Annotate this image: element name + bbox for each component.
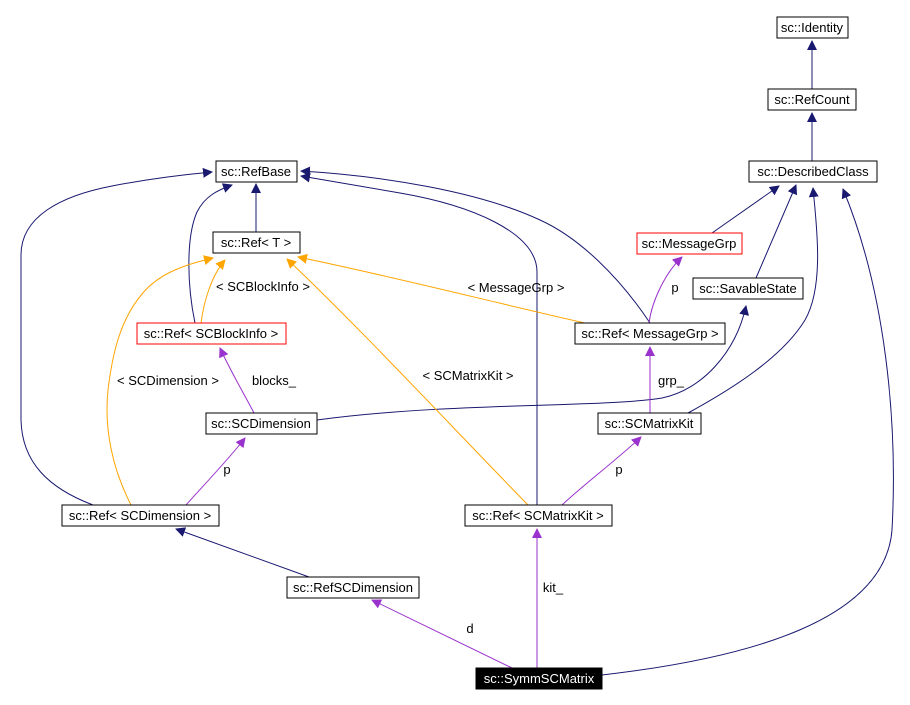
node-box — [597, 412, 702, 435]
node-sc-ref-t[interactable]: sc::Ref< T > — [212, 231, 301, 254]
node-label: sc::SymmSCMatrix — [484, 671, 595, 686]
edge-refscmatrixkit-to-refbase — [300, 172, 538, 505]
edge-label-d: d — [466, 621, 473, 636]
node-box — [212, 231, 301, 254]
node-label: sc::Identity — [781, 20, 844, 35]
node-sc-ref-scmatrixkit[interactable]: sc::Ref< SCMatrixKit > — [464, 504, 613, 527]
node-label: sc::DescribedClass — [757, 164, 869, 179]
node-box — [136, 322, 287, 345]
node-label: sc::RefSCDimension — [293, 580, 413, 595]
edge-tmpl-refscblockinfo-to-reft — [200, 259, 226, 324]
edge-tmpl-refmessagegrp-to-reft — [297, 253, 586, 324]
node-box — [748, 160, 878, 183]
edge-savablestate-to-describedclass — [755, 184, 798, 279]
node-label: sc::SCDimension — [211, 416, 311, 431]
node-box — [286, 576, 420, 599]
edge-scmatrixkit-to-describedclass — [687, 187, 819, 414]
edge-p-refmessagegrp-to-messagegrp — [648, 256, 683, 324]
node-label: sc::RefCount — [774, 92, 850, 107]
node-sc-refbase[interactable]: sc::RefBase — [215, 160, 298, 183]
edge-label-template-scmatrixkit: < SCMatrixKit > — [422, 368, 513, 383]
node-label: sc::RefBase — [221, 164, 291, 179]
node-sc-scdimension[interactable]: sc::SCDimension — [205, 412, 318, 435]
edge-p-refscdimension-to-scdimension — [185, 437, 246, 506]
edge-symmscmatrix-to-describedclass — [601, 188, 894, 676]
node-label: sc::SCMatrixKit — [605, 416, 694, 431]
node-label: sc::Ref< SCMatrixKit > — [472, 508, 603, 523]
node-box — [475, 667, 603, 690]
edge-refscdimension-to-refscdimension-t — [175, 527, 310, 578]
node-box — [205, 412, 318, 435]
edge-blocks-scdimension-to-refscblockinfo — [219, 347, 255, 414]
edge-label-grp: grp_ — [658, 373, 685, 388]
edge-refmessagegrp-to-refbase — [300, 166, 651, 324]
node-sc-describedclass[interactable]: sc::DescribedClass — [748, 160, 878, 183]
node-box — [767, 88, 857, 111]
edge-scdimension-to-savablestate — [316, 305, 749, 421]
edge-label-p-scmatrixkit: p — [615, 462, 622, 477]
node-label: sc::SavableState — [699, 281, 797, 296]
node-sc-ref-messagegrp[interactable]: sc::Ref< MessageGrp > — [574, 322, 726, 345]
edge-tmpl-refscmatrixkit-to-reft — [286, 258, 529, 506]
edge-refscdimension-t-to-refbase — [20, 167, 213, 506]
node-sc-ref-scdimension[interactable]: sc::Ref< SCDimension > — [61, 504, 220, 527]
node-box — [215, 160, 298, 183]
node-box — [776, 16, 849, 39]
node-label: sc::Ref< SCDimension > — [69, 508, 211, 523]
node-box — [636, 232, 743, 255]
edge-label-kit: kit_ — [543, 580, 564, 595]
edge-label-template-scdimension: < SCDimension > — [117, 373, 219, 388]
node-label: sc::Ref< SCBlockInfo > — [144, 326, 278, 341]
edge-tmpl-refscdimension-to-reft — [106, 255, 214, 506]
node-sc-refscdimension[interactable]: sc::RefSCDimension — [286, 576, 420, 599]
edge-label-p-messagegrp: p — [671, 280, 678, 295]
edge-refscblockinfo-to-refbase — [188, 183, 233, 324]
node-box — [574, 322, 726, 345]
node-sc-messagegrp[interactable]: sc::MessageGrp — [636, 232, 743, 255]
edge-label-blocks: blocks_ — [252, 373, 297, 388]
node-label: sc::MessageGrp — [642, 236, 737, 251]
edge-label-template-messagegrp: < MessageGrp > — [468, 280, 565, 295]
node-box — [61, 504, 220, 527]
node-sc-savablestate[interactable]: sc::SavableState — [692, 277, 804, 300]
node-box — [692, 277, 804, 300]
node-label: sc::Ref< MessageGrp > — [581, 326, 718, 341]
node-sc-refcount[interactable]: sc::RefCount — [767, 88, 857, 111]
edge-messagegrp-to-describedclass — [711, 185, 780, 234]
edge-d-symmscmatrix-to-refscdimension — [371, 599, 513, 669]
node-sc-symmscmatrix[interactable]: sc::SymmSCMatrix — [475, 667, 603, 690]
edge-label-template-scblockinfo: < SCBlockInfo > — [216, 279, 310, 294]
edge-p-refscmatrixkit-to-scmatrixkit — [561, 436, 642, 506]
node-sc-identity[interactable]: sc::Identity — [776, 16, 849, 39]
node-sc-ref-scblockinfo[interactable]: sc::Ref< SCBlockInfo > — [136, 322, 287, 345]
edge-label-p-scdimension: p — [223, 462, 230, 477]
node-box — [464, 504, 613, 527]
node-label: sc::Ref< T > — [221, 235, 291, 250]
node-sc-scmatrixkit[interactable]: sc::SCMatrixKit — [597, 412, 702, 435]
